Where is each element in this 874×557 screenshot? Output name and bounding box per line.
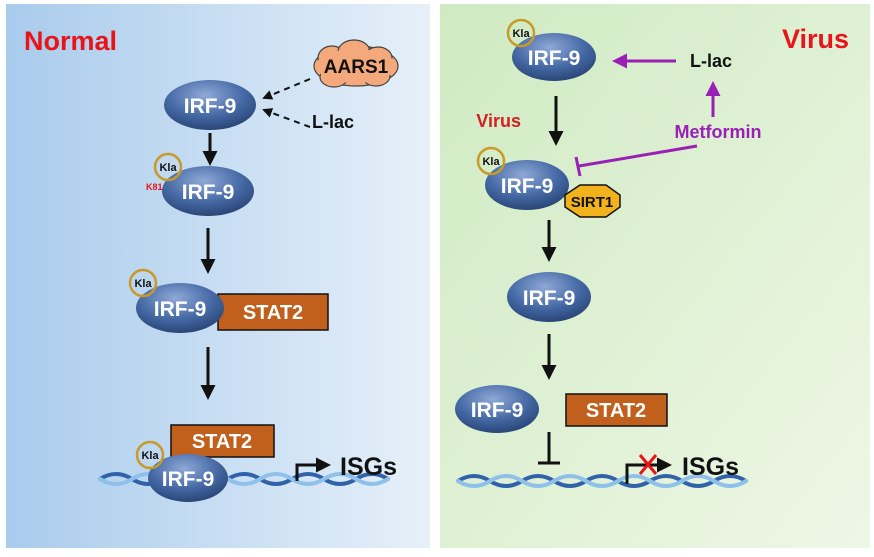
kla-modification-ring	[153, 152, 183, 182]
llac-dashed-arrow	[262, 108, 311, 128]
dna-strand	[456, 474, 748, 488]
k81-site-label: K81	[146, 182, 163, 192]
sirt1-label: SIRT1	[571, 194, 614, 211]
irf9-protein	[162, 166, 254, 216]
isgs-label: ISGs	[340, 453, 397, 481]
kla-label: Kla	[141, 450, 159, 462]
irf9-protein	[148, 454, 228, 502]
irf9-label: IRF-9	[501, 175, 554, 198]
virus-trigger-label: Virus	[476, 111, 521, 131]
stat2-label: STAT2	[243, 302, 303, 324]
irf9-protein	[164, 80, 256, 130]
irf9-label: IRF-9	[523, 287, 576, 310]
metformin-label: Metformin	[675, 122, 762, 142]
isgs-label: ISGs	[682, 453, 739, 481]
virus-title: Virus	[782, 24, 849, 54]
irf9-label: IRF-9	[154, 298, 207, 321]
normal-llac-label: L-lac	[312, 112, 354, 132]
transcription-arrow	[295, 457, 331, 481]
kla-modification-ring	[476, 146, 506, 176]
irf9-label: IRF-9	[184, 95, 237, 118]
kla-label: Kla	[134, 278, 152, 290]
irf9-protein	[485, 160, 569, 210]
kla-modification-ring	[506, 18, 536, 48]
metformin-inhibition-bar	[574, 156, 582, 177]
stat2-protein	[170, 424, 275, 458]
stat2-protein	[217, 293, 329, 331]
irf9-label: IRF-9	[182, 181, 235, 204]
kla-modification-ring	[135, 440, 165, 470]
transcription-arrow	[625, 457, 672, 484]
aars1-dashed-arrow	[262, 78, 311, 100]
stat2-label: STAT2	[192, 431, 252, 453]
dna-strand	[98, 472, 390, 486]
metformin-inhibition-line	[578, 144, 698, 168]
virus-llac-label: L-lac	[690, 51, 732, 71]
sirt1-protein	[564, 184, 621, 218]
aars1-label: AARS1	[324, 57, 389, 78]
aars1-cloud	[313, 39, 399, 88]
irf9-label: IRF-9	[471, 399, 524, 422]
irf9-protein	[136, 283, 224, 333]
stat2-protein	[565, 393, 668, 427]
kla-label: Kla	[159, 162, 177, 174]
irf9-protein	[455, 385, 539, 433]
blocked-x-icon	[638, 454, 658, 475]
stat2-label: STAT2	[586, 400, 646, 422]
irf9-label: IRF-9	[528, 47, 581, 70]
kla-label: Kla	[512, 28, 530, 40]
irf9-protein	[512, 33, 596, 81]
irf9-label: IRF-9	[162, 468, 215, 491]
kla-label: Kla	[482, 156, 500, 168]
normal-title: Normal	[24, 26, 117, 56]
irf9-protein	[507, 272, 591, 322]
kla-modification-ring	[128, 268, 158, 298]
